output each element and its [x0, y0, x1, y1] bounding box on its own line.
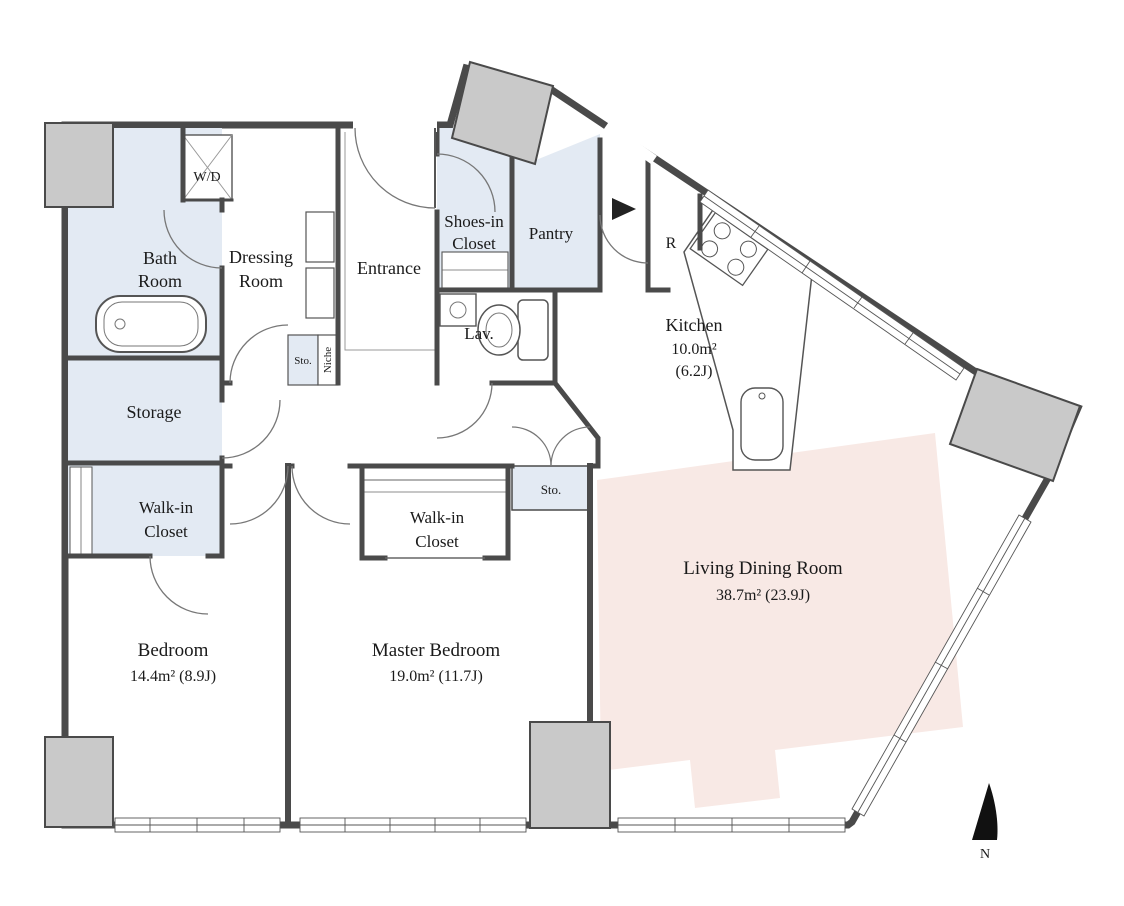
door-arc [149, 555, 209, 615]
door-arc [354, 127, 436, 209]
walkin-closet1-label-2: Closet [144, 522, 188, 541]
room-labels: W/D Bath Room Dressing Room Entrance Sho… [127, 170, 843, 685]
entrance-label: Entrance [357, 258, 421, 278]
shoes-closet-label: Shoes-in [444, 212, 504, 231]
door-arc [229, 465, 289, 525]
kitchen-label: Kitchen [666, 315, 723, 335]
door-arc [163, 209, 223, 269]
door-arc [511, 426, 552, 467]
compass-north-label: N [980, 847, 990, 862]
windows [114, 189, 1032, 833]
niche-label: Niche [322, 347, 334, 373]
shoes-closet-label-2: Closet [452, 234, 496, 253]
living-dining-rug [597, 433, 963, 808]
kitchen-tatami-label: (6.2J) [676, 363, 713, 380]
walkin-closet1-label: Walk-in [139, 498, 194, 517]
column-top [450, 60, 555, 166]
column-top-left [44, 122, 114, 208]
dressing-room-label: Dressing [229, 247, 293, 267]
bedroom-label: Bedroom [138, 640, 209, 661]
kitchen-counter-icon [683, 205, 813, 471]
entry-marker-icon [612, 198, 636, 220]
dressing-room-label-2: Room [239, 271, 283, 291]
north-compass-icon: N [972, 783, 998, 862]
closet-rod-icons [69, 466, 506, 555]
door-arc [436, 153, 496, 213]
door-arc [229, 324, 289, 384]
door-arc [550, 426, 591, 467]
bath-room-label-2: Room [138, 271, 182, 291]
column-bottom-middle [529, 721, 611, 829]
structural-columns [44, 60, 1082, 829]
bedroom-area-label: 14.4m² (8.9J) [130, 668, 216, 685]
column-bottom-left [44, 736, 114, 828]
hall-storage-label: Sto. [294, 355, 312, 367]
pantry-area [512, 134, 600, 290]
room-fills [68, 128, 600, 556]
lavatory-label: Lav. [464, 324, 494, 343]
door-arc [599, 214, 649, 264]
door-arc [436, 382, 493, 439]
entrance-door-gap [353, 118, 437, 132]
walkin-closet2-label-2: Closet [415, 532, 459, 551]
pantry-label: Pantry [529, 224, 574, 243]
wd-label: W/D [193, 170, 220, 185]
entrance-step-line [344, 132, 437, 351]
lav-vanity-icon [439, 293, 477, 327]
kitchen-sink-icon [740, 387, 784, 461]
toilet-icon [477, 299, 549, 361]
washer-dryer-icon [182, 134, 233, 201]
living-dining-label: Living Dining Room [683, 558, 843, 579]
shoes-cabinet-icon [441, 251, 509, 289]
master-storage-label: Sto. [541, 482, 562, 497]
door-arc [291, 465, 351, 525]
storage-label: Storage [127, 402, 182, 422]
storage-area [68, 360, 222, 463]
door-arc [221, 399, 281, 459]
master-storage-area [511, 465, 591, 511]
refrigerator-label: R [666, 235, 677, 252]
living-dining-area-label: 38.7m² (23.9J) [716, 587, 810, 604]
column-right [948, 367, 1082, 483]
master-bedroom-area-label: 19.0m² (11.7J) [389, 668, 483, 685]
interior-walls [65, 125, 703, 828]
bath-room-label: Bath [143, 248, 177, 268]
kitchen-area-label: 10.0m² [671, 341, 716, 358]
walkin-closet1-area [68, 465, 222, 556]
doors [149, 118, 657, 615]
bathtub-icon [95, 295, 207, 353]
master-bedroom-label: Master Bedroom [372, 640, 500, 661]
dressing-shelves-icon [305, 211, 335, 319]
walkin-closet2-label: Walk-in [410, 508, 465, 527]
